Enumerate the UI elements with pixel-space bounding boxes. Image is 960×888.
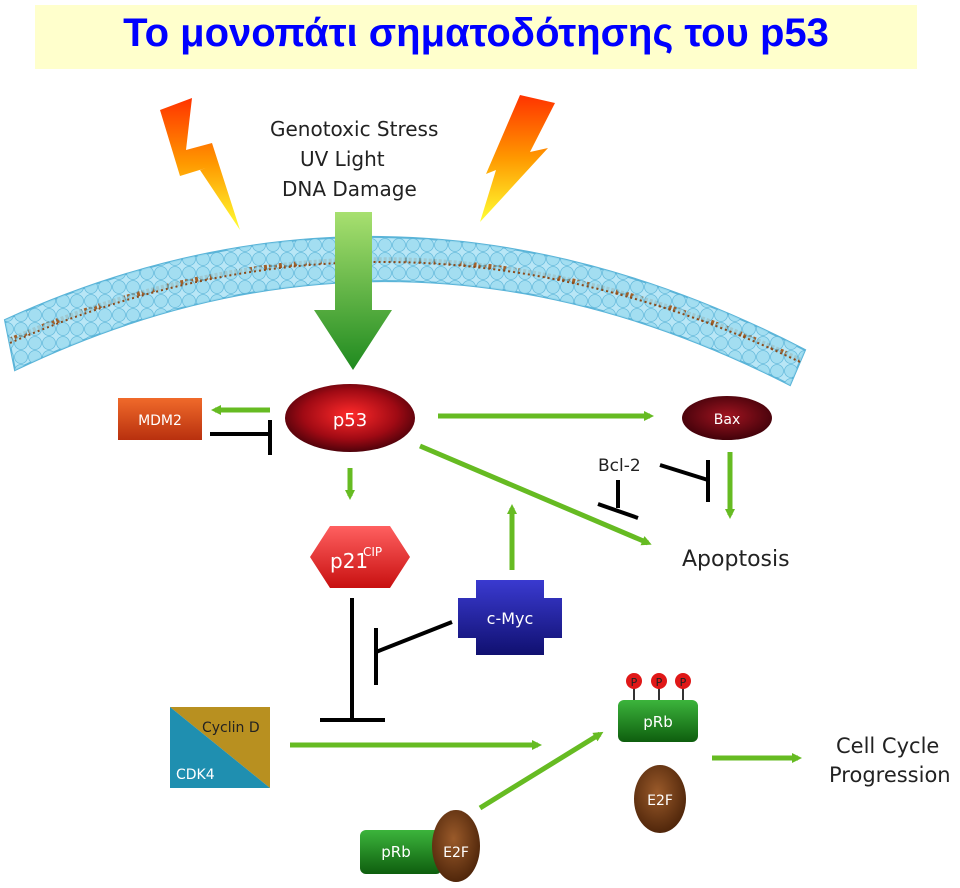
stimulus-uv-light: UV Light: [300, 147, 385, 171]
title-banner: Το μονοπάτι σηματοδότησης του p53: [35, 5, 917, 69]
stimulus-genotoxic-stress: Genotoxic Stress: [270, 117, 438, 141]
bax-label: Bax: [714, 412, 740, 428]
e2f-free-node[interactable]: E2F: [634, 765, 686, 833]
mdm2-inhibits-p53-line: [210, 420, 272, 455]
phosphate-icon: [626, 673, 642, 689]
lightning-bolt-right-icon: [480, 95, 555, 222]
complex-to-prb-arrow: [478, 731, 604, 811]
p53-label: p53: [333, 410, 367, 431]
mdm2-node[interactable]: MDM2: [118, 398, 202, 440]
cell-cycle-progression-label: Progression: [829, 763, 951, 787]
mdm2-label: MDM2: [138, 413, 182, 429]
p21-inhibits-cdk4-line: [320, 598, 385, 722]
e2f-bound-label: E2F: [443, 845, 469, 861]
phosphate-icon: [651, 673, 667, 689]
stimulus-dna-damage: DNA Damage: [282, 177, 417, 201]
prb-e2f-complex-node[interactable]: pRb E2F: [360, 810, 480, 882]
p53-activates-apoptosis-arrow: [419, 443, 652, 546]
cell-cycle-label: Cell Cycle: [836, 734, 939, 758]
cyclin-d-cdk4-node[interactable]: Cyclin D CDK4: [170, 707, 270, 788]
page-title: Το μονοπάτι σηματοδότησης του p53: [123, 11, 829, 55]
prb-phosphorylated-node[interactable]: P P P pRb: [618, 673, 698, 742]
p53-node[interactable]: p53: [285, 384, 415, 452]
phosphate-label: P: [656, 676, 663, 689]
p21-label: p21: [330, 549, 368, 573]
stress-signal-arrow: [314, 212, 392, 370]
cdk4-label: CDK4: [176, 767, 215, 783]
bcl2-label: Bcl-2: [598, 456, 641, 476]
p21-node[interactable]: p21 CIP: [310, 526, 410, 588]
cmyc-inhibits-p21-line: [374, 620, 453, 685]
e2f-label: E2F: [647, 793, 673, 809]
bax-node[interactable]: Bax: [682, 396, 772, 440]
prb-bound-label: pRb: [381, 843, 410, 861]
phosphate-label: P: [680, 676, 687, 689]
phosphate-icon: [675, 673, 691, 689]
p21-superscript: CIP: [363, 545, 382, 559]
lightning-bolt-left-icon: [160, 98, 240, 230]
bcl2-inhibits-apoptosis-line: [597, 480, 639, 520]
apoptosis-label: Apoptosis: [682, 547, 790, 572]
prb-label: pRb: [643, 713, 672, 731]
cyclin-d-label: Cyclin D: [202, 720, 260, 736]
bcl2-inhibits-bax-line: [659, 460, 710, 502]
cell-membrane: [3, 235, 807, 387]
phosphate-label: P: [631, 676, 638, 689]
cmyc-label: c-Myc: [487, 609, 534, 628]
cmyc-node[interactable]: c-Myc: [458, 580, 562, 655]
